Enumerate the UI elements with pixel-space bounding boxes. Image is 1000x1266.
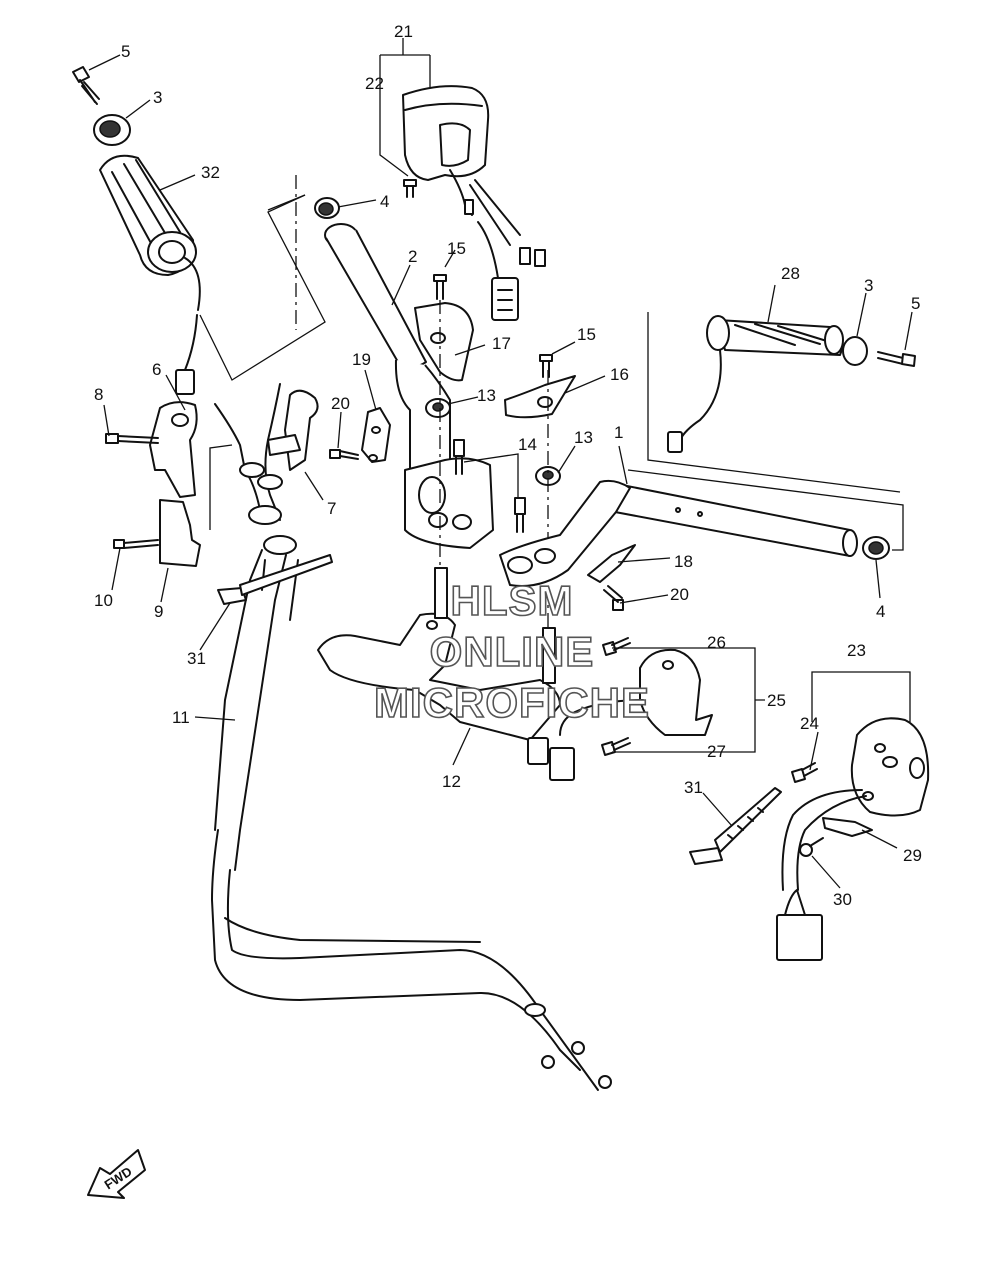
right-switch-assembly[interactable] xyxy=(402,85,546,321)
bolt-14-left[interactable] xyxy=(453,439,465,475)
callout-23: 23 xyxy=(847,641,866,660)
front-switch-assembly[interactable] xyxy=(527,648,713,781)
callout-1: 1 xyxy=(614,423,623,442)
right-bar-end-weight[interactable] xyxy=(842,336,868,366)
callout-3-left: 3 xyxy=(153,88,162,107)
callout-14: 14 xyxy=(518,435,537,454)
screw-30[interactable] xyxy=(799,837,824,857)
cable-tie-31-right[interactable] xyxy=(689,787,782,865)
callout-2: 2 xyxy=(408,247,417,266)
callout-32: 32 xyxy=(201,163,220,182)
callout-25: 25 xyxy=(767,691,786,710)
left-lever-holder[interactable] xyxy=(149,401,198,498)
callout-19: 19 xyxy=(352,350,371,369)
plate-17[interactable] xyxy=(414,302,474,382)
cable-holder-7[interactable] xyxy=(267,389,319,471)
callout-9: 9 xyxy=(154,602,163,621)
right-grip[interactable] xyxy=(667,315,844,453)
left-bar-end-weight[interactable] xyxy=(93,114,131,146)
callout-17: 17 xyxy=(492,334,511,353)
clamp-18[interactable] xyxy=(587,544,636,583)
right-switch-screw[interactable] xyxy=(403,179,417,198)
watermark-line-2: ONLINE xyxy=(430,628,595,675)
bracket-25 xyxy=(612,647,765,753)
callout-numbers: 5 3 32 4 21 22 2 15 17 28 3 5 15 16 6 8 … xyxy=(94,22,922,909)
screw-10[interactable] xyxy=(113,539,159,549)
nut-13-right[interactable] xyxy=(535,466,561,486)
callout-4-left: 4 xyxy=(380,192,389,211)
hose-guide-12[interactable] xyxy=(317,567,561,741)
callout-3-right: 3 xyxy=(864,276,873,295)
callout-12: 12 xyxy=(442,772,461,791)
clamp-bracket xyxy=(209,444,233,530)
callout-11: 11 xyxy=(172,708,190,727)
right-bar-end-bolt[interactable] xyxy=(877,351,916,367)
callout-29: 29 xyxy=(903,846,922,865)
bracket-19[interactable] xyxy=(361,407,391,463)
bolt-20-left[interactable] xyxy=(329,449,359,460)
watermark: HLSM ONLINE MICROFICHE xyxy=(373,576,650,727)
left-grip-bracket-lines xyxy=(199,194,326,381)
clamp-9[interactable] xyxy=(159,499,201,567)
callout-27: 27 xyxy=(707,742,726,761)
callout-20-left: 20 xyxy=(331,394,350,413)
callout-10: 10 xyxy=(94,591,113,610)
callout-13-left: 13 xyxy=(477,386,496,405)
callout-5-left: 5 xyxy=(121,42,130,61)
callout-16: 16 xyxy=(610,365,629,384)
callout-21: 21 xyxy=(394,22,413,41)
left-grip[interactable] xyxy=(99,154,201,395)
left-bar-bracket-top xyxy=(267,194,306,211)
left-end-weight-4[interactable] xyxy=(314,197,340,219)
callout-20-right: 20 xyxy=(670,585,689,604)
callout-4-right: 4 xyxy=(876,602,885,621)
fwd-direction-arrow: FWD xyxy=(87,1149,146,1199)
plate-16[interactable] xyxy=(504,375,576,419)
bolt-8[interactable] xyxy=(105,433,159,444)
cable-tie-31-left[interactable] xyxy=(217,554,333,605)
bracket-23 xyxy=(811,671,911,722)
left-switch-assembly[interactable] xyxy=(776,717,930,961)
callout-28: 28 xyxy=(781,264,800,283)
callout-22: 22 xyxy=(365,74,384,93)
callout-7: 7 xyxy=(327,499,336,518)
watermark-line-3: MICROFICHE xyxy=(374,679,650,726)
callout-30: 30 xyxy=(833,890,852,909)
callout-31-left: 31 xyxy=(187,649,206,668)
right-bar-bracket xyxy=(627,469,904,551)
callout-18: 18 xyxy=(674,552,693,571)
screw-24[interactable] xyxy=(791,762,818,783)
bolt-14-right[interactable] xyxy=(514,497,526,533)
watermark-line-1: HLSM xyxy=(451,577,574,624)
bracket-29[interactable] xyxy=(822,817,873,837)
callout-24: 24 xyxy=(800,714,819,733)
screw-15-right[interactable] xyxy=(539,354,553,378)
callout-26: 26 xyxy=(707,633,726,652)
right-end-weight-4[interactable] xyxy=(862,536,890,560)
callout-15-left: 15 xyxy=(447,239,466,258)
callout-13-right: 13 xyxy=(574,428,593,447)
callout-5-right: 5 xyxy=(911,294,920,313)
leader-lines xyxy=(88,38,913,889)
callout-8: 8 xyxy=(94,385,103,404)
right-handlebar[interactable] xyxy=(499,479,858,587)
left-bar-end-bolt[interactable] xyxy=(72,66,100,105)
callout-15-right: 15 xyxy=(577,325,596,344)
callout-6: 6 xyxy=(152,360,161,379)
screw-26[interactable] xyxy=(602,637,631,656)
nut-13-left[interactable] xyxy=(425,398,451,418)
bolt-20-right[interactable] xyxy=(603,585,624,611)
screw-15-left[interactable] xyxy=(433,274,447,300)
left-handlebar[interactable] xyxy=(324,223,494,549)
callout-31-right: 31 xyxy=(684,778,703,797)
right-grip-bracket xyxy=(647,312,901,493)
